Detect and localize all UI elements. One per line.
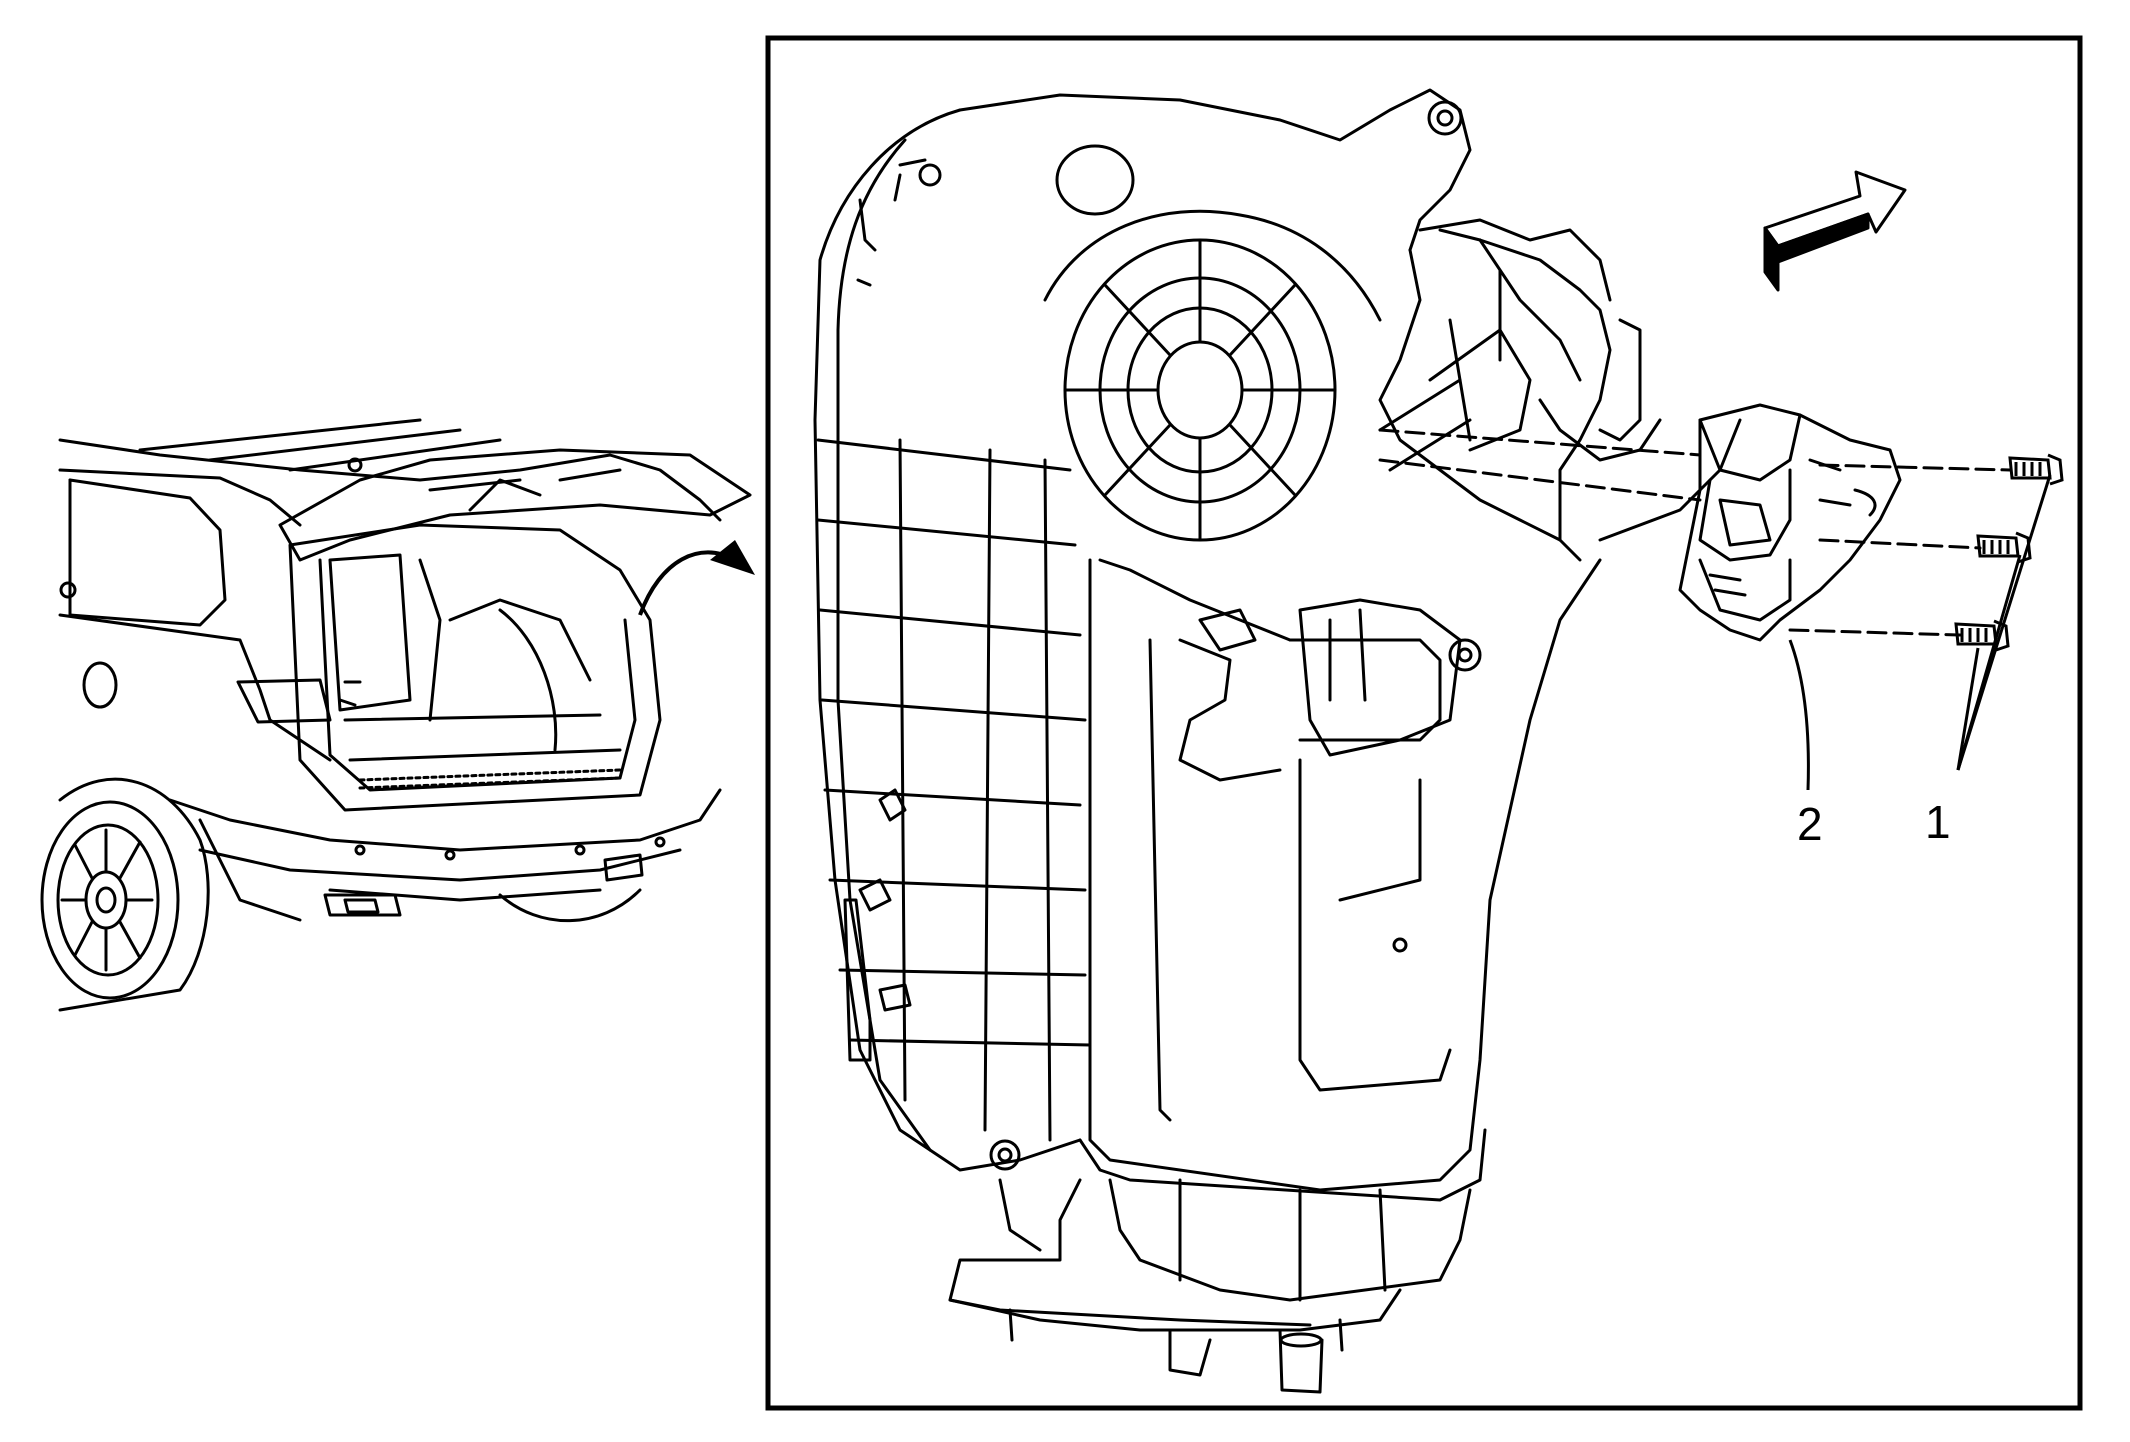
callout-label-fastener: 1 — [1925, 796, 1951, 848]
direction-arrow-icon — [1763, 170, 1907, 292]
vehicle-rear-view-icon — [40, 418, 752, 1012]
callout-label-actuator: 2 — [1797, 798, 1823, 850]
callout-leaders — [1788, 474, 2052, 791]
curved-arrow-icon — [638, 540, 755, 616]
detail-frame — [765, 35, 2083, 1411]
hvac-module-illustration — [813, 88, 2012, 1394]
